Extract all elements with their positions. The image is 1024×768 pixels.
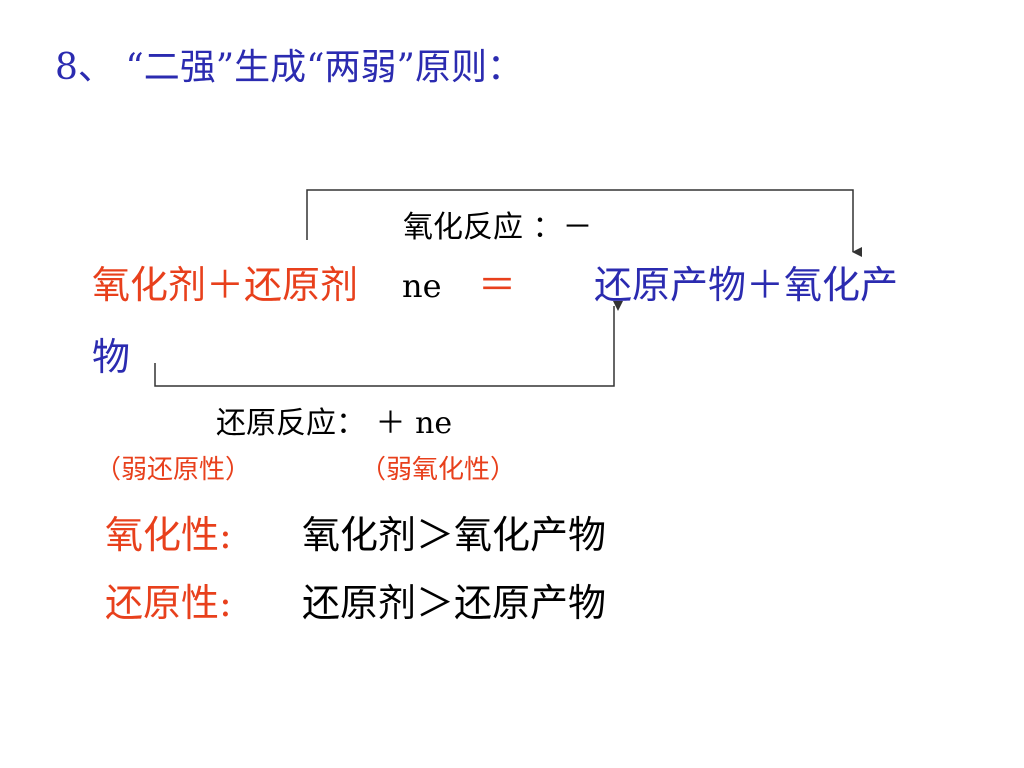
oxidation-label: 氧化反应 ：－ [403,210,593,245]
equation-electrons: ne [402,267,442,305]
slide-heading: 8、 “二强”生成“两弱”原则： [55,47,523,88]
rule-reducing-label: 还原性: [105,581,232,625]
equation-left-side: 氧化剂＋还原剂 [92,263,359,307]
equation-equals-sign: ＝ [478,263,517,307]
equation-right-side-wrap: 物 [92,335,131,379]
note-weak-oxidizing: （弱氧化性） [360,455,517,485]
rule-oxidizing-label: 氧化性: [105,513,232,557]
rule-reducing-value: 还原剂＞还原产物 [302,581,607,625]
oxidation-arrow [306,189,862,257]
note-weak-reducing: （弱还原性） [95,455,252,485]
rule-oxidizing-value: 氧化剂＞氧化产物 [302,513,607,557]
equation-right-side: 还原产物＋氧化产 [594,263,899,307]
reduction-arrow [154,301,623,387]
reduction-label: 还原反应： ＋ ne [216,406,453,441]
